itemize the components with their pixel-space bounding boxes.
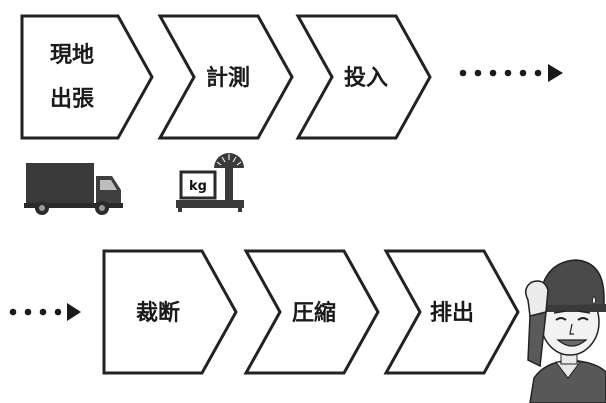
step-label-line-2: 出張 xyxy=(50,87,95,112)
continuation-arrow-row-2 xyxy=(9,303,81,321)
step-label: 裁断 xyxy=(136,300,180,326)
continuation-arrow-row-1 xyxy=(459,64,563,82)
flow-step-cut: 裁断 xyxy=(102,249,238,375)
flow-step-input: 投入 xyxy=(295,14,432,140)
scale-unit-label: kg xyxy=(189,179,207,194)
flow-step-compress: 圧縮 xyxy=(243,249,380,375)
step-label: 計測 xyxy=(206,65,250,91)
worker-illustration xyxy=(525,259,606,403)
step-label: 投入 xyxy=(344,66,388,91)
weighing-scale-icon: kg xyxy=(176,153,244,212)
step-label: 排出 xyxy=(430,301,474,326)
flow-step-onsite-visit: 現地 出張 xyxy=(20,14,154,140)
step-label-line-1: 現地 xyxy=(50,43,94,68)
flow-step-discharge: 排出 xyxy=(383,249,520,375)
truck-icon xyxy=(24,163,123,215)
flow-step-measure: 計測 xyxy=(157,14,294,140)
step-label: 圧縮 xyxy=(292,300,336,326)
